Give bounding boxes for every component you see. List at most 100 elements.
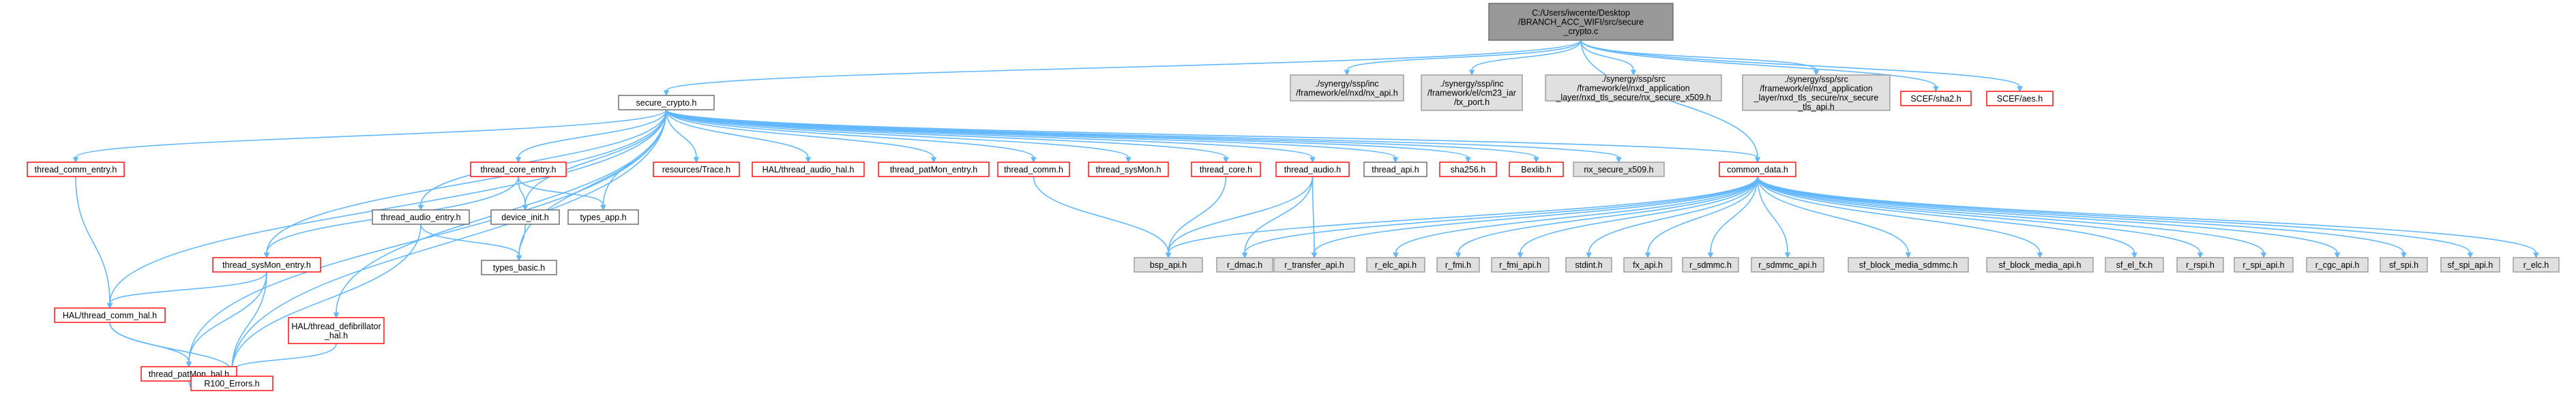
node-bsp-api[interactable]: bsp_api.h bbox=[1134, 257, 1203, 273]
node-box bbox=[1273, 257, 1355, 273]
arrowhead-common_data-to-r_cgc_api bbox=[2334, 252, 2341, 259]
node-common-data[interactable]: common_data.h bbox=[1719, 162, 1796, 177]
node-box bbox=[618, 95, 715, 110]
arrowhead-secure_crypto_h-to-thread_api bbox=[1392, 157, 1399, 164]
node-label: r_elc.h bbox=[2523, 260, 2549, 270]
node-sha256[interactable]: sha256.h bbox=[1439, 162, 1497, 177]
node-label: r_dmac.h bbox=[1227, 260, 1262, 270]
node-label: thread_sysMon.h bbox=[1096, 165, 1161, 174]
node-nx-secure-x509-path[interactable]: ./synergy/ssp/src/framework/el/nxd_appli… bbox=[1545, 74, 1722, 102]
node-box bbox=[288, 317, 385, 344]
arrowhead-root-to-sce_sha2 bbox=[1933, 86, 1939, 93]
node-sce-sha2[interactable]: SCEF/sha2.h bbox=[1900, 91, 1972, 106]
node-sf-block-media-api[interactable]: sf_block_media_api.h bbox=[1986, 257, 2094, 273]
arrowhead-root-to-nx_secure_x509_path bbox=[1630, 70, 1637, 76]
node-thread-sysmon[interactable]: thread_sysMon.h bbox=[1088, 162, 1169, 177]
node-r-sdmmc[interactable]: r_sdmmc.h bbox=[1682, 257, 1739, 273]
node-thread-api[interactable]: thread_api.h bbox=[1363, 162, 1427, 177]
node-sf-el-fx[interactable]: sf_el_fx.h bbox=[2105, 257, 2164, 273]
node-box bbox=[653, 162, 740, 177]
node-tx-port[interactable]: ./synergy/ssp/inc/framework/el/cm23_iar/… bbox=[1421, 74, 1523, 111]
edge-root-to-nx_secure_tls_api bbox=[1580, 40, 1817, 71]
arrowhead-secure_crypto_h-to-nx_secure_x509 bbox=[1616, 157, 1622, 164]
node-hal-thread-defib[interactable]: HAL/thread_defibrillator_hal.h bbox=[288, 317, 385, 344]
node-box bbox=[190, 376, 273, 391]
node-hal-thread-audio-hal[interactable]: HAL/thread_audio_hal.h bbox=[752, 162, 865, 177]
node-box bbox=[372, 209, 470, 225]
node-nx-secure-x509[interactable]: nx_secure_x509.h bbox=[1573, 162, 1665, 177]
node-root[interactable]: C:/Users/iwcente/Desktop/BRANCH_ACC_WIFI… bbox=[1488, 3, 1674, 41]
node-label: /framework/el/nxd_application bbox=[1577, 84, 1689, 93]
node-label: sf_spi_api.h bbox=[2448, 260, 2493, 270]
node-sf-block-media-sdmmc[interactable]: sf_block_media_sdmmc.h bbox=[1848, 257, 1969, 273]
node-thread-sysmon-entry[interactable]: thread_sysMon_entry.h bbox=[212, 257, 321, 273]
node-sce-aes[interactable]: SCEF/aes.h bbox=[1986, 91, 2054, 106]
node-hal-thread-comm-hal[interactable]: HAL/thread_comm_hal.h bbox=[54, 307, 166, 323]
node-r-transfer-api[interactable]: r_transfer_api.h bbox=[1273, 257, 1355, 273]
arrowhead-common_data-to-r_spi_api bbox=[2260, 252, 2267, 259]
node-nx-api[interactable]: ./synergy/ssp/inc/framework/el/nxd/nx_ap… bbox=[1290, 74, 1404, 102]
edge-common_data-to-stdint bbox=[1588, 176, 1758, 254]
node-r-fmi-api[interactable]: r_fmi_api.h bbox=[1491, 257, 1550, 273]
node-label: thread_sysMon_entry.h bbox=[222, 260, 311, 270]
arrowhead-hal_thread_comm_hal-to-thread_patmon_hal bbox=[186, 361, 192, 368]
node-r-elc-api[interactable]: r_elc_api.h bbox=[1366, 257, 1425, 273]
node-sf-spi-api[interactable]: sf_spi_api.h bbox=[2440, 257, 2500, 273]
arrowhead-common_data-to-r_fmi bbox=[1455, 252, 1462, 259]
node-thread-audio[interactable]: thread_audio.h bbox=[1275, 162, 1350, 177]
edge-secure_crypto_h-to-device_init bbox=[524, 109, 667, 206]
arrowhead-common_data-to-bsp_api bbox=[1165, 252, 1172, 259]
edge-common_data-to-sf_spi_api bbox=[1757, 176, 2471, 254]
edge-thread_audio-to-r_dmac bbox=[1244, 176, 1314, 254]
node-resources-trace[interactable]: resources/Trace.h bbox=[653, 162, 740, 177]
node-r-cgc-api[interactable]: r_cgc_api.h bbox=[2306, 257, 2369, 273]
node-r-fmi[interactable]: r_fmi.h bbox=[1436, 257, 1480, 273]
node-r-sdmmc-api[interactable]: r_sdmmc_api.h bbox=[1751, 257, 1824, 273]
node-fx-api[interactable]: fx_api.h bbox=[1623, 257, 1672, 273]
edge-root-to-sce_sha2 bbox=[1580, 40, 1937, 87]
node-thread-comm[interactable]: thread_comm.h bbox=[997, 162, 1070, 177]
node-label: types_basic.h bbox=[493, 263, 545, 273]
node-stdint[interactable]: stdint.h bbox=[1565, 257, 1612, 273]
node-r-dmac[interactable]: r_dmac.h bbox=[1216, 257, 1273, 273]
node-label: ./synergy/ssp/inc bbox=[1315, 79, 1378, 89]
node-bexlib[interactable]: Bexlib.h bbox=[1509, 162, 1564, 177]
edge-common_data-to-r_sdmmc_api bbox=[1757, 176, 1788, 254]
node-thread-core[interactable]: thread_core.h bbox=[1191, 162, 1261, 177]
node-thread-audio-entry[interactable]: thread_audio_entry.h bbox=[372, 209, 470, 225]
node-types-basic[interactable]: types_basic.h bbox=[481, 260, 557, 275]
edge-thread_audio_entry-to-r100_errors bbox=[231, 224, 421, 372]
node-box bbox=[470, 162, 567, 177]
node-label: _layer/nxd_tls_secure/nx_secure bbox=[1753, 93, 1879, 102]
node-thread-comm-entry[interactable]: thread_comm_entry.h bbox=[27, 162, 125, 177]
edge-secure_crypto_h-to-thread_comm bbox=[666, 109, 1035, 158]
arrowhead-thread_sysmon_entry-to-hal_thread_comm_hal bbox=[106, 303, 113, 309]
arrowhead-secure_crypto_h-to-thread_comm bbox=[1031, 157, 1037, 164]
node-box bbox=[1623, 257, 1672, 273]
node-nx-secure-tls-api[interactable]: ./synergy/ssp/src/framework/el/nxd_appli… bbox=[1742, 74, 1891, 112]
arrowhead-secure_crypto_h-to-thread_core bbox=[1223, 157, 1229, 164]
node-r-rspi[interactable]: r_rspi.h bbox=[2176, 257, 2224, 273]
node-box bbox=[1421, 74, 1523, 111]
node-r-spi-api[interactable]: r_spi_api.h bbox=[2234, 257, 2294, 273]
edge-common_data-to-sf_block_media_sdmmc bbox=[1757, 176, 1909, 254]
node-label: ./synergy/ssp/src bbox=[1784, 74, 1848, 84]
node-thread-patmon-entry[interactable]: thread_patMon_entry.h bbox=[878, 162, 990, 177]
node-box bbox=[1134, 257, 1203, 273]
node-device-init[interactable]: device_init.h bbox=[490, 209, 560, 225]
node-label: /framework/el/nxd/nx_api.h bbox=[1296, 88, 1397, 97]
node-label: thread_core_entry.h bbox=[481, 165, 557, 174]
edge-secure_crypto_h-to-thread_audio bbox=[666, 109, 1314, 158]
node-sf-spi[interactable]: sf_spi.h bbox=[2380, 257, 2428, 273]
node-r-elc[interactable]: r_elc.h bbox=[2513, 257, 2560, 273]
node-label: sf_spi.h bbox=[2389, 260, 2418, 270]
node-thread-core-entry[interactable]: thread_core_entry.h bbox=[470, 162, 567, 177]
node-types-app[interactable]: types_app.h bbox=[567, 209, 639, 225]
node-label: _tls_api.h bbox=[1797, 102, 1835, 112]
node-secure-crypto-h[interactable]: secure_crypto.h bbox=[618, 95, 715, 110]
edge-common_data-to-r_elc bbox=[1757, 176, 2537, 254]
edge-secure_crypto_h-to-thread_core_entry bbox=[518, 109, 667, 158]
arrowhead-device_init-to-types_basic bbox=[516, 255, 522, 262]
arrowhead-secure_crypto_h-to-thread_patmon_entry bbox=[930, 157, 937, 164]
node-r100-errors[interactable]: R100_Errors.h bbox=[190, 376, 273, 391]
